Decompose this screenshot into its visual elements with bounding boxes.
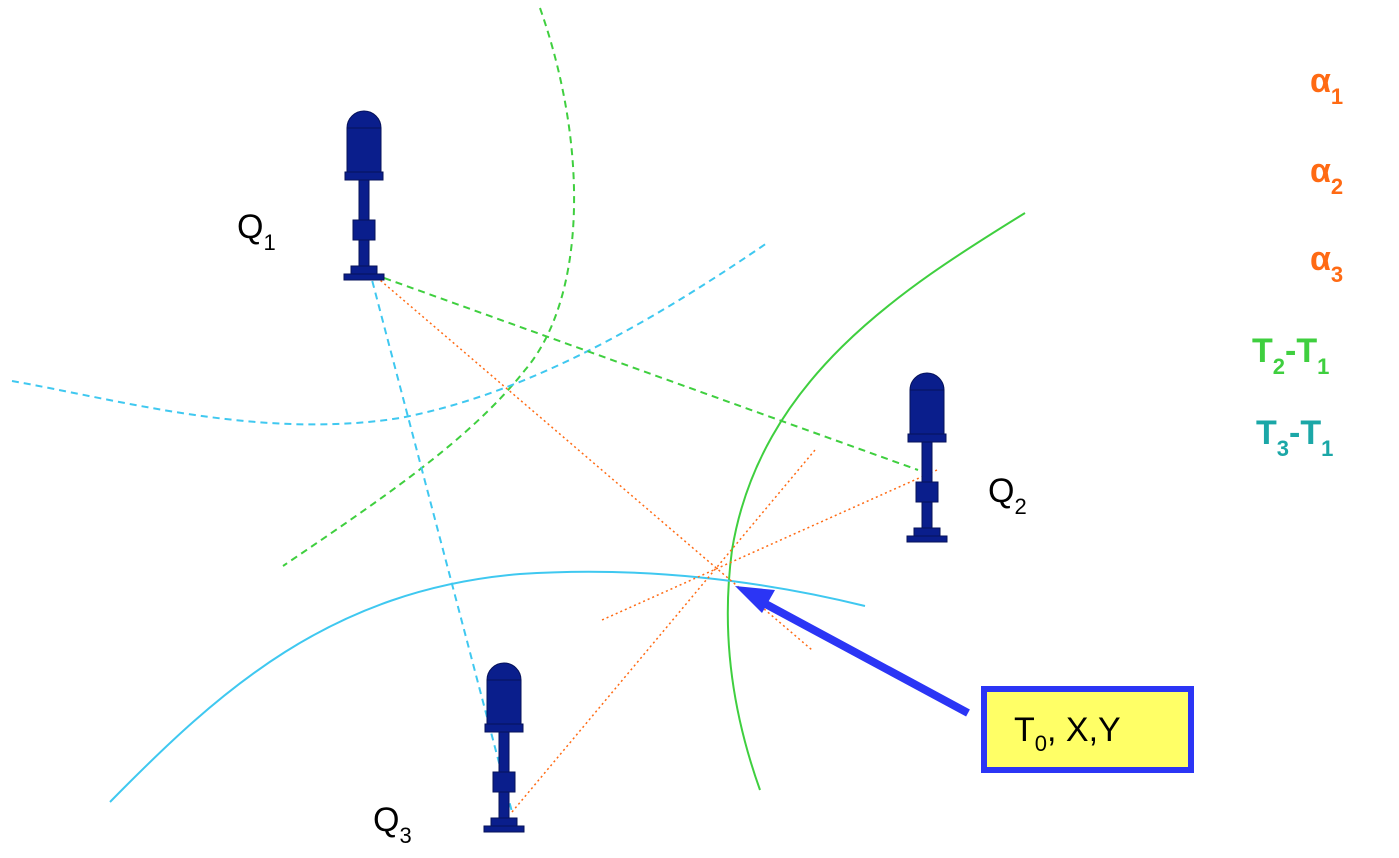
legend: α1 α2 α3 T2-T1 T3-T1 bbox=[1252, 62, 1343, 461]
result-box-label: T0, X,Y bbox=[1014, 711, 1121, 756]
legend-alpha-1: α1 bbox=[1310, 62, 1343, 109]
orange-bearing-q2 bbox=[601, 469, 938, 621]
legend-t3-t1: T3-T1 bbox=[1256, 414, 1333, 461]
green-dashed-hyperbola bbox=[282, 7, 576, 567]
legend-alpha-3: α3 bbox=[1310, 240, 1343, 287]
sensor-label-q3: Q3 bbox=[373, 801, 412, 848]
sensor-label-q1: Q1 bbox=[237, 208, 276, 255]
hydrophone-sensor-icon bbox=[483, 662, 525, 833]
cyan-dashed-hyperbola bbox=[11, 242, 768, 426]
orange-bearing-q3 bbox=[511, 449, 816, 813]
legend-alpha-2: α2 bbox=[1310, 152, 1343, 199]
cyan-solid-hyperbola bbox=[109, 570, 866, 803]
cyan-dashed-baseline bbox=[356, 222, 513, 813]
legend-t2-t1: T2-T1 bbox=[1252, 332, 1329, 379]
sensor-label-q2: Q2 bbox=[988, 472, 1027, 519]
hydrophone-sensor-icon bbox=[906, 372, 948, 543]
green-solid-hyperbola bbox=[726, 212, 1026, 791]
result-box: T0, X,Y bbox=[981, 686, 1194, 773]
hydrophone-sensor-icon bbox=[343, 110, 385, 281]
green-dashed-baseline bbox=[372, 273, 919, 471]
pointer-arrow-icon bbox=[735, 586, 970, 717]
